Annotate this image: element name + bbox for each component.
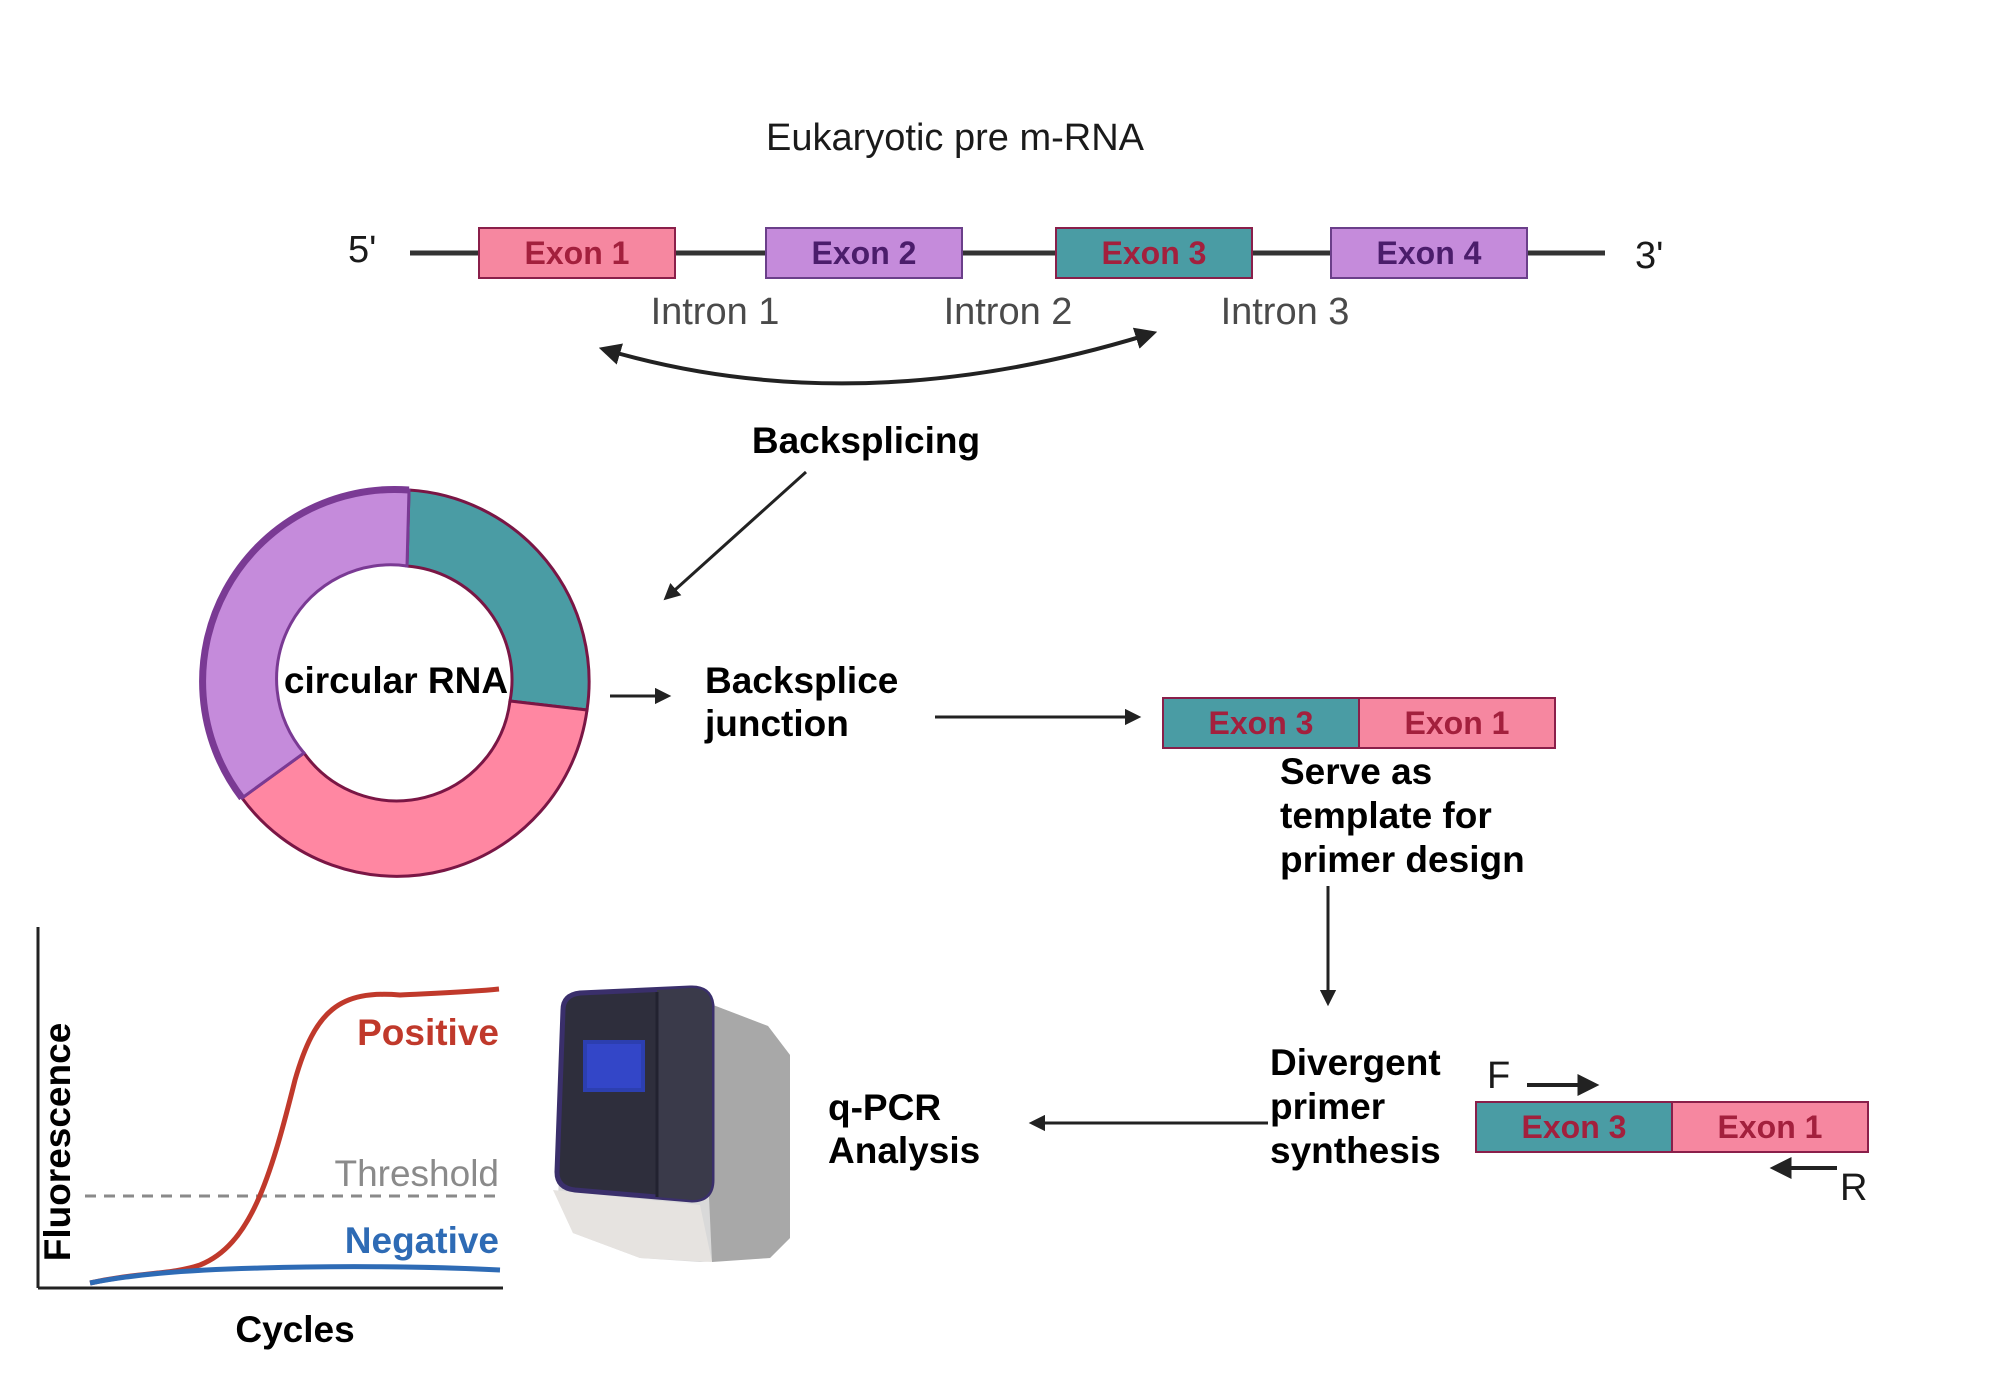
intron-3-label: Intron 3: [1221, 291, 1350, 333]
backsplicing-curved-arrow: [598, 327, 1158, 386]
exon-4-label: Exon 4: [1377, 235, 1482, 271]
forward-primer-label: F: [1487, 1055, 1510, 1097]
template-note-line3: primer design: [1280, 839, 1525, 880]
circrna-segment-exon-1: [239, 699, 589, 878]
positive-series-label: Positive: [357, 1012, 499, 1053]
backsplice-junction-line2: junction: [704, 703, 849, 744]
primer-exon-3-label: Exon 3: [1522, 1109, 1627, 1145]
backsplicing-down-arrow: [663, 470, 808, 601]
template-note-line1: Serve as: [1280, 751, 1432, 792]
exon-2: Exon 2: [765, 227, 963, 279]
negative-curve: [89, 1264, 501, 1286]
backsplice-junction-line1: Backsplice: [705, 660, 898, 701]
circular-rna-label: circular RNA: [284, 660, 508, 701]
three-prime-label: 3': [1635, 235, 1663, 277]
threshold-label: Threshold: [334, 1153, 499, 1194]
exon-2-label: Exon 2: [812, 235, 917, 271]
intron-1-label: Intron 1: [651, 291, 780, 333]
reverse-primer-label: R: [1840, 1167, 1867, 1209]
divergent-line3: synthesis: [1270, 1130, 1441, 1171]
exon-4: Exon 4: [1330, 227, 1528, 279]
qpcr-line1: q-PCR: [828, 1087, 941, 1128]
pre-mrna-strand: 5' 3' Exon 1 Exon 2 Exon 3 Exon 4 Intron…: [348, 227, 1663, 333]
circular-rna: circular RNA: [199, 485, 591, 878]
x-axis-label: Cycles: [235, 1309, 354, 1350]
exon-3: Exon 3: [1055, 227, 1253, 279]
negative-series-label: Negative: [345, 1220, 499, 1261]
intron-2-label: Intron 2: [944, 291, 1073, 333]
template-exon-3-label: Exon 3: [1209, 705, 1314, 741]
backsplicing-label: Backsplicing: [752, 420, 980, 461]
page-title: Eukaryotic pre m-RNA: [766, 117, 1145, 159]
exon-3-label: Exon 3: [1102, 235, 1207, 271]
qpcr-line2: Analysis: [828, 1130, 980, 1171]
primer-template: Exon 3 Exon 1: [1475, 1101, 1869, 1153]
five-prime-label: 5': [348, 229, 376, 271]
template-note-line2: template for: [1280, 795, 1492, 836]
primer-exon-1-label: Exon 1: [1718, 1109, 1823, 1145]
exon-1: Exon 1: [478, 227, 676, 279]
circrna-segment-exon-2: [201, 487, 411, 801]
exon-1-label: Exon 1: [525, 235, 630, 271]
divergent-line2: primer: [1270, 1086, 1385, 1127]
divergent-line1: Divergent: [1270, 1042, 1441, 1083]
qpcr-amplification-chart: Positive Threshold Negative Cycles Fluor…: [36, 927, 503, 1350]
qpcr-machine-icon: [553, 985, 790, 1262]
junction-template: Exon 3 Exon 1: [1162, 697, 1556, 749]
template-exon-1-label: Exon 1: [1405, 705, 1510, 741]
circrna-segment-exon-3: [405, 488, 591, 712]
y-axis-label: Fluorescence: [37, 1023, 78, 1262]
